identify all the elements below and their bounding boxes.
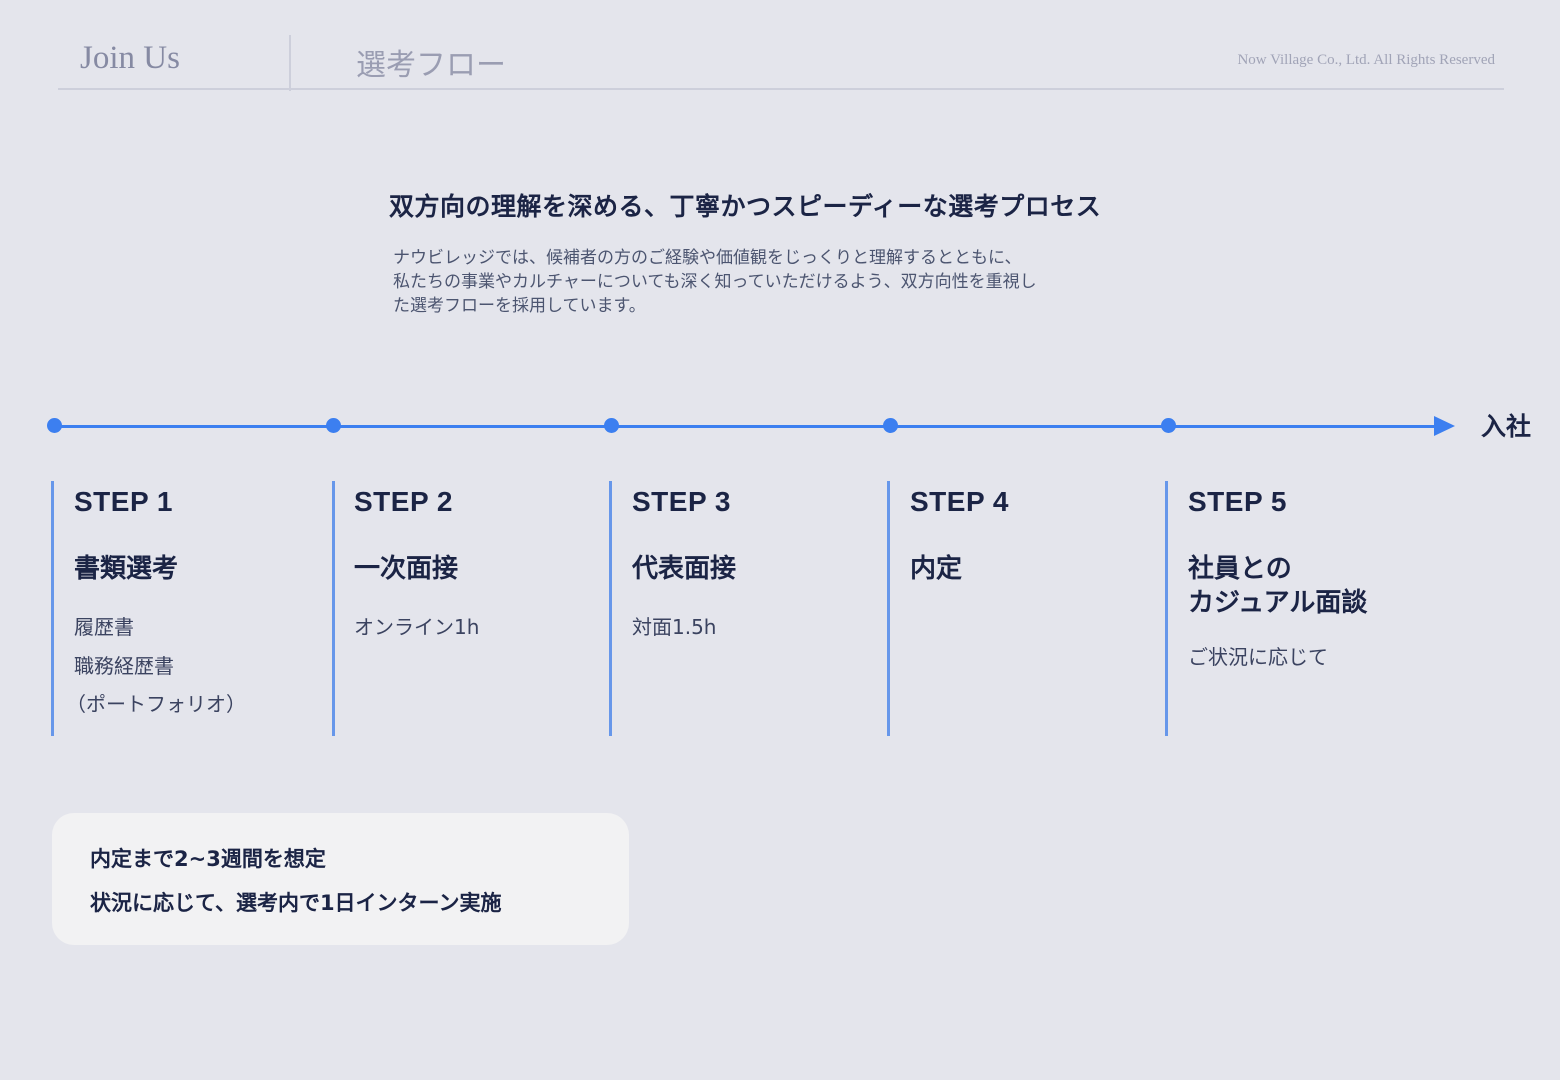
intro-body: ナウビレッジでは、候補者の方のご経験や価値観をじっくりと理解するとともに、 私た… [393,246,1163,318]
step-4: STEP 4 内定 [887,481,1157,736]
copyright-notice: Now Village Co., Ltd. All Rights Reserve… [1237,52,1495,68]
step-label: STEP 4 [910,486,1009,517]
timeline-line [55,425,1437,428]
timeline-dot-step-3 [604,418,619,433]
step-title: 一次面接 [354,552,458,586]
note-line: 内定まで2~3週間を想定 [90,847,326,871]
note-box: 内定まで2~3週間を想定 状況に応じて、選考内で1日インターン実施 [52,813,629,945]
step-label: STEP 2 [354,486,453,517]
step-5: STEP 5 社員との カジュアル面談 ご状況に応じて [1165,481,1465,736]
step-title-line: 代表面接 [632,554,737,584]
step-details: オンライン1h [354,611,479,643]
step-details: 履歴書 職務経歴書 （ポートフォリオ） [66,611,246,719]
timeline-dot-step-2 [326,418,341,433]
step-title: 書類選考 [74,552,178,586]
step-label: STEP 3 [632,486,731,517]
step-title: 内定 [910,552,962,586]
step-1: STEP 1 書類選考 履歴書 職務経歴書 （ポートフォリオ） [51,481,321,736]
timeline-dot-step-1 [47,418,62,433]
timeline-arrow-icon [1434,416,1455,436]
step-title-line: 一次面接 [354,554,459,584]
step-detail: （ポートフォリオ） [66,692,246,716]
intro-body-line: ナウビレッジでは、候補者の方のご経験や価値観をじっくりと理解するとともに、 [393,248,1022,268]
step-title: 代表面接 [632,552,736,586]
step-title-line: カジュアル面談 [1188,588,1368,618]
step-3: STEP 3 代表面接 対面1.5h [609,481,879,736]
step-title: 社員との カジュアル面談 [1188,552,1367,620]
page-header-title: Join Us [80,40,180,76]
step-detail: ご状況に応じて [1188,645,1328,669]
step-details: ご状況に応じて [1188,641,1328,673]
step-title-line: 書類選考 [74,554,179,584]
header-rule [58,88,1504,90]
header-divider [289,35,291,91]
intro-heading: 双方向の理解を深める、丁寧かつスピーディーな選考プロセス [389,192,1102,221]
step-label: STEP 5 [1188,486,1287,517]
step-detail: 対面1.5h [632,615,717,639]
step-title-line: 社員との [1188,554,1292,584]
note-line: 状況に応じて、選考内で1日インターン実施 [90,891,502,915]
step-detail: 職務経歴書 [74,654,174,678]
step-detail: オンライン1h [354,615,480,639]
step-detail: 履歴書 [74,615,134,639]
intro-body-line: た選考フローを採用しています。 [393,296,646,316]
step-details: 対面1.5h [632,611,716,643]
step-2: STEP 2 一次面接 オンライン1h [332,481,602,736]
step-title-line: 内定 [910,554,963,584]
step-label: STEP 1 [74,486,173,517]
timeline-dot-step-4 [883,418,898,433]
timeline-end-label: 入社 [1481,412,1532,441]
intro-body-line: 私たちの事業やカルチャーについても深く知っていただけるよう、双方向性を重視し [393,272,1037,292]
timeline-dot-step-5 [1161,418,1176,433]
section-title: 選考フロー [356,48,506,83]
